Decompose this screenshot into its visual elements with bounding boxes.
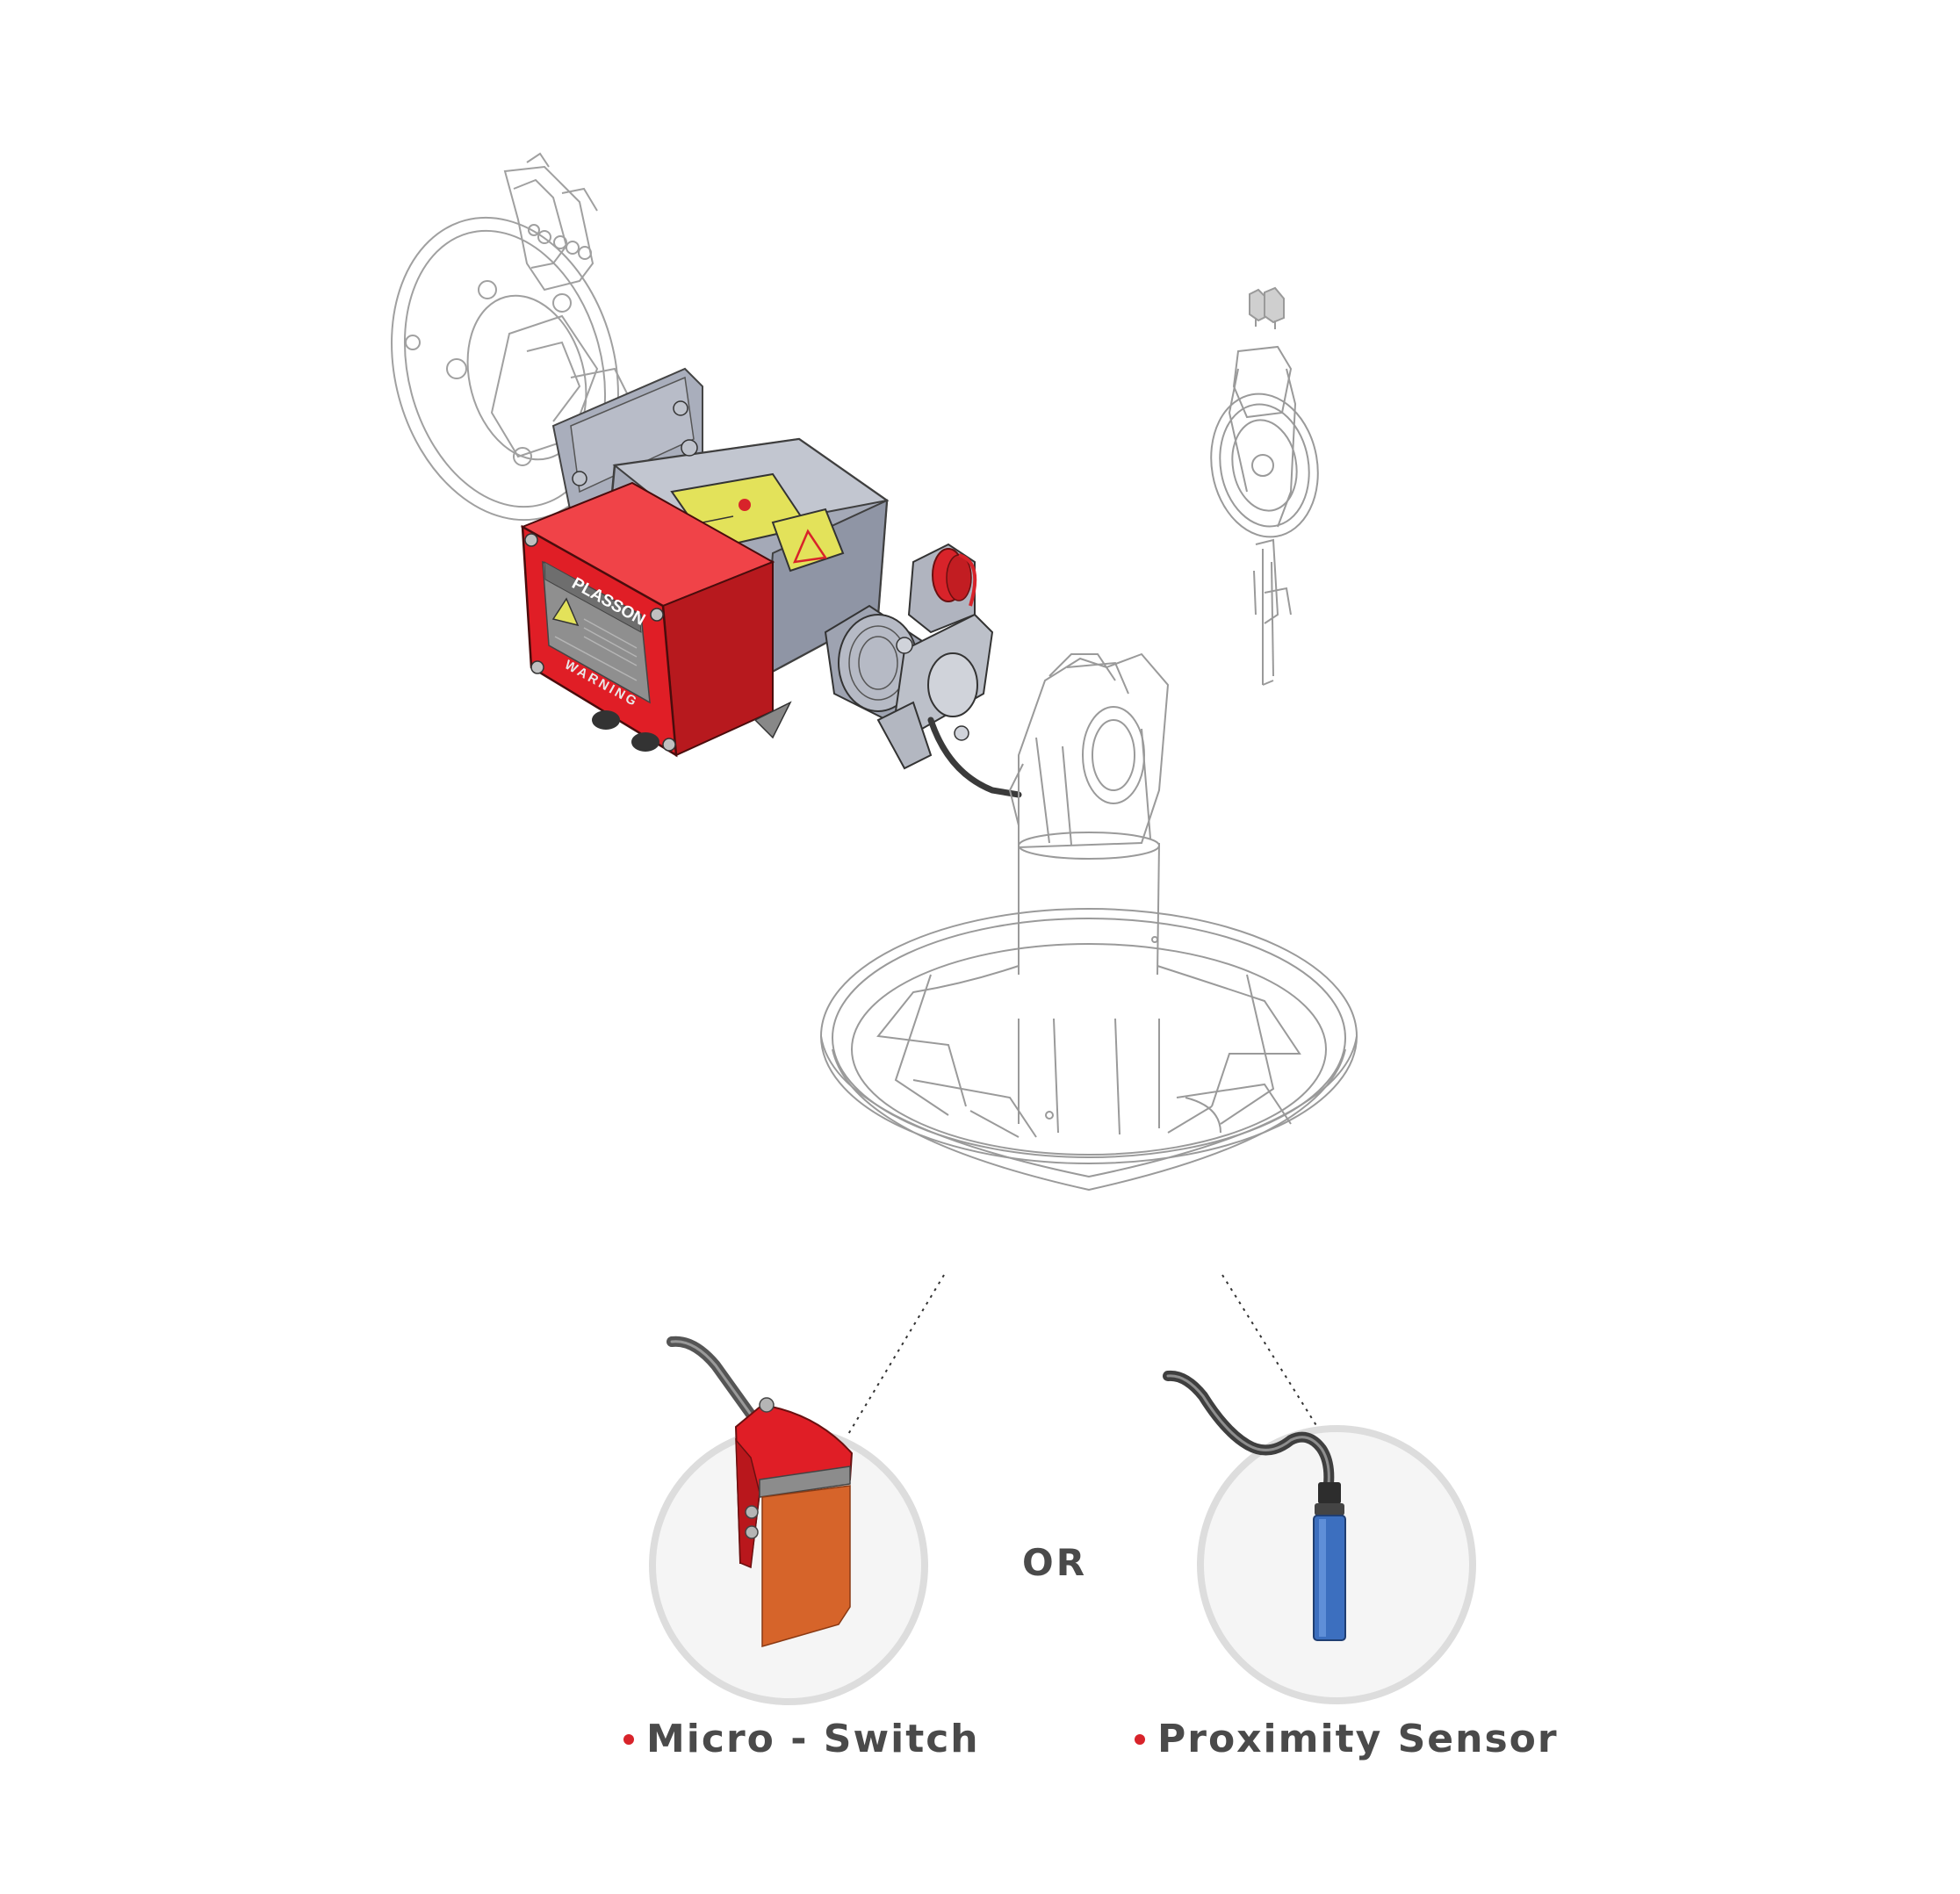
micro-switch-callout bbox=[649, 1336, 928, 1705]
micro-switch-bullet bbox=[623, 1733, 634, 1745]
proximity-sensor-label-row: Proximity Sensor bbox=[1135, 1717, 1559, 1761]
feeder-pan-sketch bbox=[820, 652, 1358, 1192]
or-label: OR bbox=[1022, 1541, 1088, 1584]
control-box: PLASSON WARNING bbox=[520, 481, 792, 758]
micro-switch-label-row: Micro - Switch bbox=[623, 1717, 980, 1761]
proximity-sensor-bullet bbox=[1135, 1733, 1145, 1745]
proximity-sensor-label: Proximity Sensor bbox=[1157, 1717, 1559, 1761]
micro-switch-label: Micro - Switch bbox=[646, 1717, 980, 1761]
proximity-sensor-callout bbox=[1163, 1370, 1476, 1704]
winch-pulley-sketch bbox=[1210, 286, 1319, 686]
callout-leaders bbox=[847, 1274, 1322, 1437]
